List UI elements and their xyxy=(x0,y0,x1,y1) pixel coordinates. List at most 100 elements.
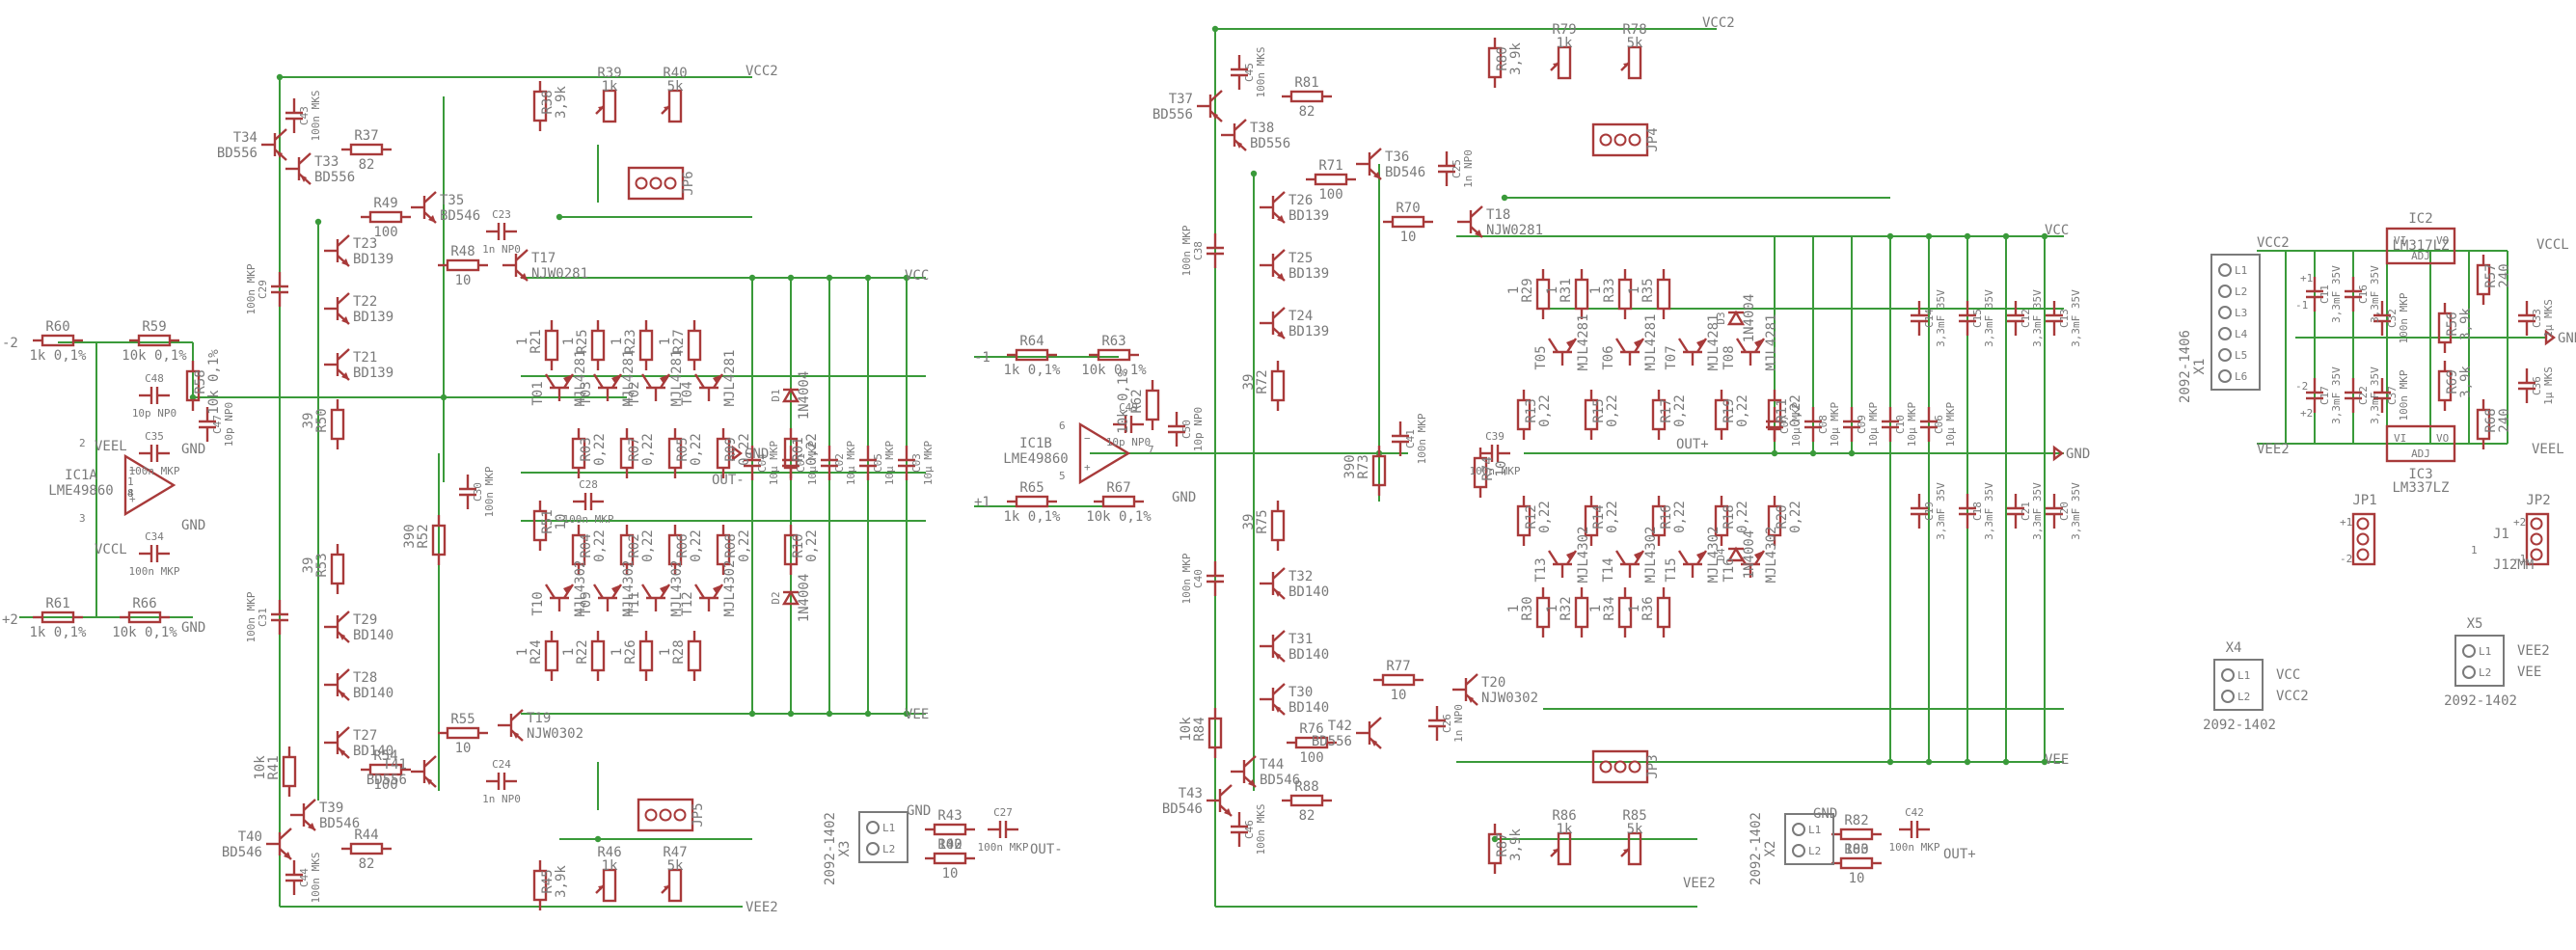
net-label: VEE2 xyxy=(746,900,778,915)
power-transistor xyxy=(544,584,575,611)
resistor-value: 0,22 xyxy=(1537,394,1553,427)
junction-dot xyxy=(787,710,795,718)
opamp-ref: IC1B xyxy=(1019,436,1052,451)
capacitor xyxy=(285,98,303,133)
transistor-part: MJL4281 xyxy=(621,349,637,406)
resistor xyxy=(638,631,654,681)
capacitor xyxy=(271,600,288,635)
resistor-value: 10 xyxy=(554,514,569,530)
resistor xyxy=(2437,303,2453,353)
transistor-ref: T19 xyxy=(527,711,551,726)
trimmer xyxy=(595,89,617,123)
resistor-value: 0,22 xyxy=(737,529,752,562)
pin-number: 1 xyxy=(127,475,134,488)
gnd-label: GND xyxy=(181,442,205,457)
capacitor-value: 1µ MKS xyxy=(2542,299,2555,338)
resistor-value: 0,22 xyxy=(1672,394,1688,427)
resistor-ref: R23 xyxy=(623,329,638,353)
transistor-ref: T24 xyxy=(1288,309,1313,324)
transistor xyxy=(324,668,350,701)
resistor-value: 1k 0,1% xyxy=(29,348,87,364)
resistor xyxy=(1767,496,1782,546)
transistor-ref: T28 xyxy=(353,670,377,686)
transistor-part: BD546 xyxy=(222,845,262,860)
net-label: GND xyxy=(1813,806,1837,822)
jumper-header xyxy=(2525,512,2550,566)
resistor-ref: R35 xyxy=(1641,278,1656,302)
capacitor xyxy=(2518,368,2535,403)
capacitor xyxy=(1920,407,1938,442)
capacitor-value: 10p NP0 xyxy=(132,407,176,420)
resistor-value: 3,9k xyxy=(554,86,569,119)
capacitor-ref: C32 xyxy=(2386,309,2399,328)
resistor-value: 1 xyxy=(1506,605,1522,612)
resistor-ref: R83 xyxy=(1844,842,1868,857)
resistor-ref: R24 xyxy=(529,639,544,664)
resistor-value: 0,22 xyxy=(592,433,608,466)
resistor-ref: R33 xyxy=(1602,278,1617,302)
capacitor-value: 10µ MKP xyxy=(1867,401,1880,447)
resistor xyxy=(1516,390,1532,440)
transistor-ref: T22 xyxy=(353,294,377,310)
transistor-ref: T41 xyxy=(383,757,407,773)
junction-dot xyxy=(748,274,756,282)
capacitor-value: 100n MKS xyxy=(1255,804,1267,855)
trimmer xyxy=(595,868,617,903)
screw-terminal xyxy=(1784,813,1834,865)
capacitor-value: 10µ MKP xyxy=(922,440,935,485)
transistor-part: MJL4302 xyxy=(621,559,637,616)
diode-ref: D1 xyxy=(770,389,782,401)
resistor-ref: R27 xyxy=(671,329,687,353)
capacitor xyxy=(2306,378,2323,413)
resistor-value: 0,22 xyxy=(1735,394,1750,427)
input-label: -1 xyxy=(974,350,990,366)
transistor-ref: T06 xyxy=(1601,345,1616,369)
resistor-value: 82 xyxy=(1299,808,1315,824)
trimmer-ref: R85 xyxy=(1622,808,1646,824)
pin-label: -2 xyxy=(2295,380,2308,393)
resistor-value: 100 xyxy=(937,837,962,853)
capacitor xyxy=(2373,378,2391,413)
resistor xyxy=(120,611,170,624)
resistor xyxy=(1574,269,1589,319)
capacitor xyxy=(573,493,604,510)
capacitor xyxy=(2007,301,2024,336)
capacitor-value: 1n NP0 xyxy=(482,243,521,256)
terminal-pin: L1 xyxy=(2479,645,2491,658)
trimmer-value: 1k xyxy=(1557,36,1573,51)
resistor-ref: R70 xyxy=(1396,201,1420,216)
capacitor-value: 100n MKP xyxy=(129,565,180,578)
capacitor-ref: C46 xyxy=(1243,820,1256,839)
resistor-ref: R28 xyxy=(671,639,687,664)
resistor-value: 10k xyxy=(1179,717,1194,742)
opamp-part: LME49860 xyxy=(48,483,113,499)
jumper-header xyxy=(2351,512,2376,566)
resistor xyxy=(33,334,83,347)
capacitor xyxy=(2518,301,2535,336)
trimmer-ref: R47 xyxy=(663,845,687,860)
resistor-value: 39 xyxy=(301,557,316,574)
transistor-ref: T35 xyxy=(440,193,464,208)
junction-dot xyxy=(440,394,447,401)
resistor xyxy=(925,823,975,836)
resistor xyxy=(1714,390,1729,440)
resistor-ref: R43 xyxy=(937,808,962,824)
resistor-ref: R60 xyxy=(45,319,69,335)
resistor xyxy=(282,746,297,797)
capacitor-value: 3,3mF 35V xyxy=(1983,289,1995,347)
resistor-value: 0,22 xyxy=(737,433,752,466)
transistor-part: BD546 xyxy=(319,816,360,831)
transistor-part: MJL4302 xyxy=(1764,526,1779,583)
resistor-value: 1 xyxy=(658,338,673,345)
resistor-ref: R54 xyxy=(373,748,397,764)
capacitor-ref: C11 xyxy=(2318,285,2331,304)
capacitor-value: 10µ MKP xyxy=(845,440,857,485)
resistor-ref: R38 xyxy=(540,90,556,114)
transistor-ref: T02 xyxy=(627,381,642,405)
transistor-part: MJL4281 xyxy=(1643,313,1659,370)
resistor xyxy=(1094,495,1144,508)
transistor-part: MJL4281 xyxy=(669,349,685,406)
transistor-ref: T04 xyxy=(680,381,695,405)
